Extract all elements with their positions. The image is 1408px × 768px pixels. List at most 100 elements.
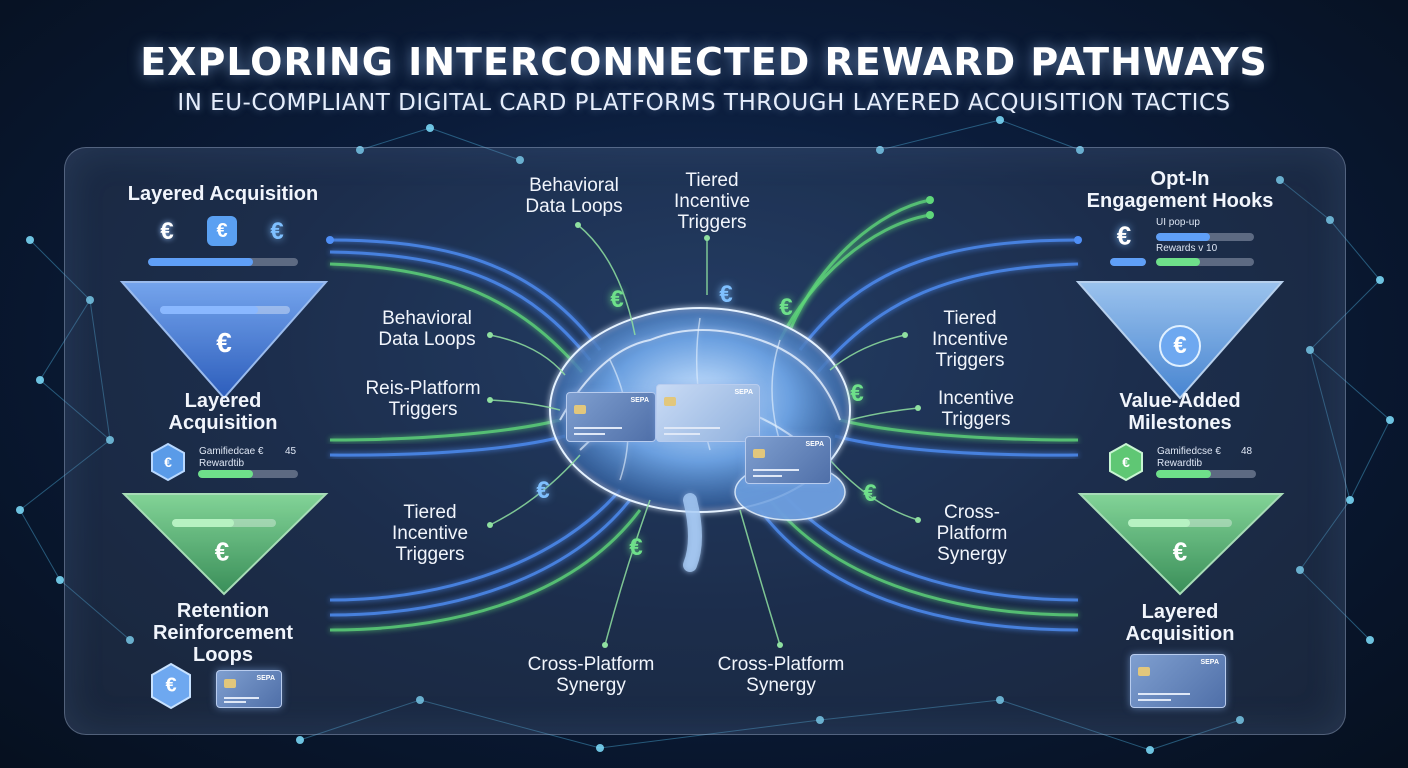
label-bottom-right: Cross-Platform Synergy <box>717 654 845 696</box>
network-link <box>1329 219 1381 281</box>
right-mid-progress <box>1156 470 1256 478</box>
left-funnel-euro-icon: € <box>216 327 232 358</box>
network-node <box>876 146 884 154</box>
stream-dot <box>926 196 934 204</box>
euro-icon-c7: € <box>629 534 643 561</box>
network-link <box>39 299 91 381</box>
euro-icon-c6: € <box>536 477 550 504</box>
reward-stream-line <box>329 434 566 457</box>
network-link <box>429 127 521 161</box>
network-link <box>419 699 601 749</box>
right-mid-text-2: Rewardtib <box>1157 458 1203 469</box>
label-right-2: Incentive Triggers <box>937 388 1015 430</box>
network-node <box>426 124 434 132</box>
reward-streams <box>326 196 1082 632</box>
network-node <box>1346 496 1354 504</box>
reward-stream-line <box>329 418 561 442</box>
network-node <box>996 116 1004 124</box>
right-euro-icon-1: € <box>1116 220 1132 251</box>
network-node <box>106 436 114 444</box>
network-node <box>1376 276 1384 284</box>
network-link <box>879 119 1001 151</box>
left-funnel-progress <box>160 306 290 314</box>
right-bottom-card: SEPA <box>1130 654 1226 708</box>
reward-stream-line <box>329 489 622 602</box>
left-mid-progress <box>198 470 298 478</box>
network-node <box>56 576 64 584</box>
left-green-funnel-progress <box>172 519 276 527</box>
left-mid-text-2: Rewardtib <box>199 458 245 469</box>
left-green-funnel-euro-icon: € <box>214 536 230 567</box>
network-node <box>16 506 24 514</box>
network-node <box>1076 146 1084 154</box>
left-mid-text-1: Gamifiedcae € <box>199 446 264 457</box>
left-mid-text-1-value: 45 <box>285 446 297 457</box>
network-link <box>39 379 111 441</box>
pointer-lines <box>489 224 919 646</box>
network-node <box>516 156 524 164</box>
right-top-progress-2 <box>1156 258 1254 266</box>
right-funnel-coin <box>1159 325 1201 367</box>
left-bottom-heading: Retention Reinforcement Loops <box>152 600 294 666</box>
network-link <box>1299 499 1351 571</box>
reward-stream-line <box>329 250 592 361</box>
card-1: SEPA <box>566 392 656 442</box>
left-bottom-badge <box>151 662 191 710</box>
network-link <box>89 299 111 441</box>
reward-stream-line <box>816 262 1079 373</box>
label-left-3: Tiered Incentive Triggers <box>391 502 469 565</box>
reward-stream-line <box>839 418 1079 442</box>
network-link <box>1309 349 1351 501</box>
network-node <box>1326 216 1334 224</box>
reward-stream-line <box>329 499 632 617</box>
euro-icon-c5: € <box>863 480 877 507</box>
network-node <box>356 146 364 154</box>
right-funnel-euro-icon: € <box>1173 332 1187 359</box>
right-mid-text-1-value: 48 <box>1241 446 1253 457</box>
network-link <box>59 579 131 641</box>
left-mid-heading: Layered Acquisition <box>168 390 278 434</box>
left-euro-icon-2: € <box>207 216 237 246</box>
reward-stream-line <box>329 238 602 351</box>
right-mid-badge-icon: € <box>1122 454 1130 470</box>
network-node <box>416 696 424 704</box>
stream-dot <box>926 211 934 219</box>
label-left-1: Behavioral Data Loops <box>378 308 476 350</box>
network-link <box>359 127 431 151</box>
reward-stream-line <box>834 434 1079 457</box>
network-node <box>1306 346 1314 354</box>
right-bottom-heading: Layered Acquisition <box>1125 601 1235 645</box>
left-top-heading: Layered Acquisition <box>127 183 319 205</box>
label-right-3: Cross- Platform Synergy <box>936 502 1008 565</box>
left-top-progress <box>148 258 298 266</box>
network-node <box>1386 416 1394 424</box>
network-node <box>26 236 34 244</box>
right-top-progress-side <box>1110 258 1146 266</box>
label-left-2: Reis-Platform Triggers <box>365 378 481 420</box>
card-2: SEPA <box>656 384 760 442</box>
reward-stream-line <box>329 262 584 373</box>
network-node <box>1236 716 1244 724</box>
network-link <box>999 699 1151 751</box>
right-green-funnel-progress <box>1128 519 1232 527</box>
left-mid-badge-icon: € <box>164 454 172 470</box>
left-euro-icon-1: € <box>160 218 174 245</box>
reward-stream-line <box>768 499 1079 617</box>
network-link <box>999 119 1081 151</box>
right-top-text-2: Rewards v 10 <box>1156 243 1218 254</box>
label-bottom-left: Cross-Platform Synergy <box>527 654 655 696</box>
reward-stream-line <box>329 509 642 632</box>
page-subtitle: IN EU-COMPLIANT DIGITAL CARD PLATFORMS T… <box>177 90 1231 116</box>
network-link <box>1349 419 1391 501</box>
network-node <box>816 716 824 724</box>
network-link <box>1279 179 1331 221</box>
network-node <box>996 696 1004 704</box>
network-link <box>19 439 111 511</box>
network-link <box>29 239 91 301</box>
reward-stream-line <box>798 238 1079 351</box>
network-link <box>1149 719 1241 751</box>
stream-dot <box>326 236 334 244</box>
network-node <box>36 376 44 384</box>
reward-stream-line <box>758 509 1079 632</box>
